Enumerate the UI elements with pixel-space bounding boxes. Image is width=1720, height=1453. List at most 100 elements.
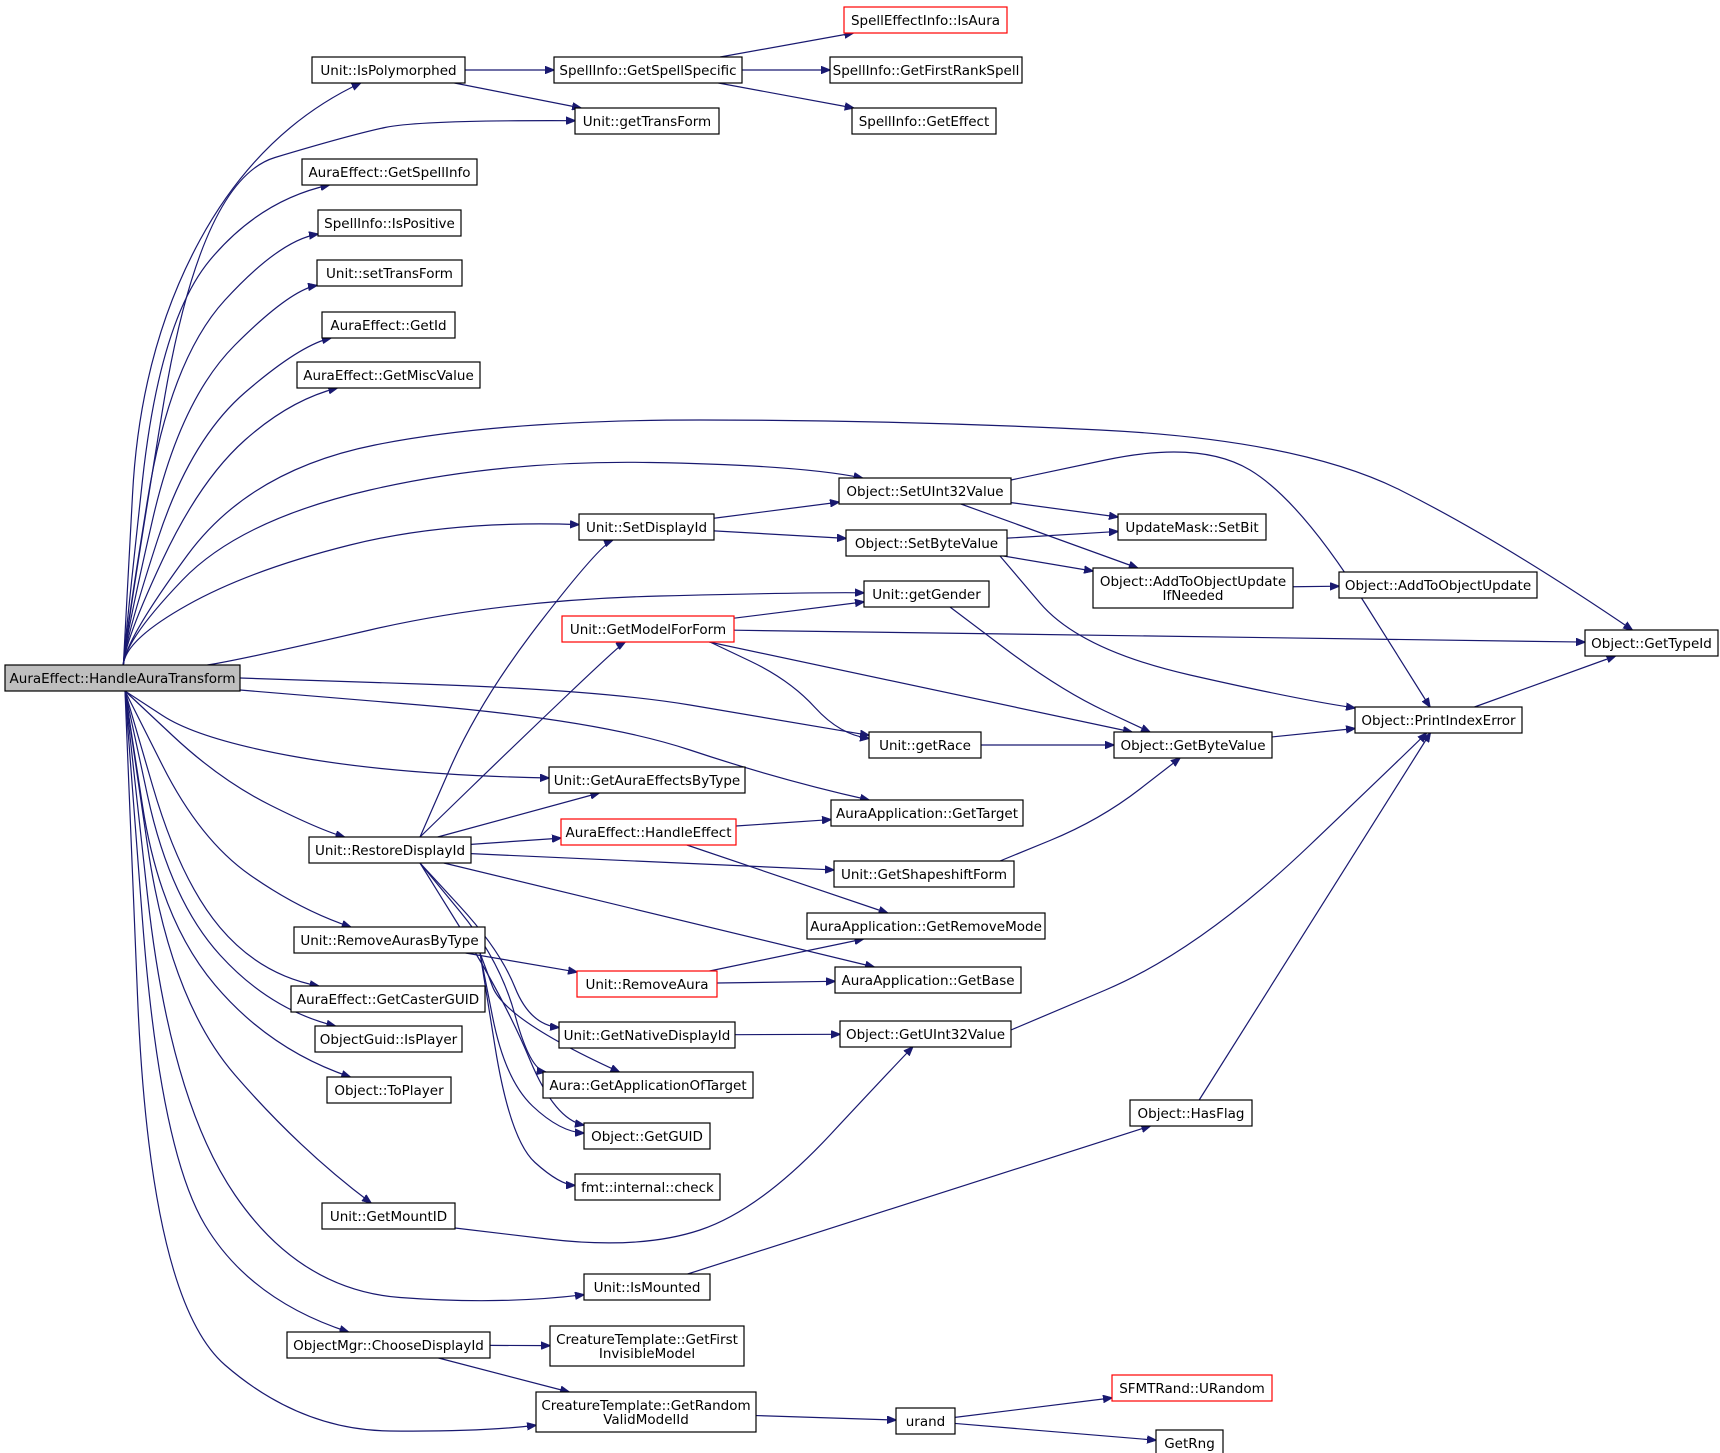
call-edge-getSpellSpecific-to-getEffect (718, 82, 853, 108)
function-node-label: Unit::setTransForm (326, 266, 453, 282)
call-edge-root-to-isPositive (122, 234, 318, 666)
function-node-getSpellSpecific[interactable]: SpellInfo::GetSpellSpecific (553, 56, 743, 84)
function-node-removeAura[interactable]: Unit::RemoveAura (576, 970, 718, 998)
function-node-label: AuraEffect::GetSpellInfo (308, 165, 470, 181)
function-node-setByte[interactable]: Object::SetByteValue (845, 529, 1008, 557)
function-node-label: Object::SetByteValue (855, 536, 998, 552)
function-node-root: AuraEffect::HandleAuraTransform (4, 664, 241, 692)
function-node-box (574, 107, 720, 135)
function-node-printIndexError[interactable]: Object::PrintIndexError (1354, 706, 1523, 734)
call-edge-root-to-setUInt32 (122, 461, 862, 666)
call-edge-root-to-setDisplayId (122, 524, 579, 666)
function-node-getRemoveMode[interactable]: AuraApplication::GetRemoveMode (806, 912, 1046, 940)
function-node-getCasterGUID[interactable]: AuraEffect::GetCasterGUID (290, 985, 486, 1013)
function-node-label: SpellEffectInfo::IsAura (851, 13, 1000, 29)
function-node-label: ObjectGuid::IsPlayer (320, 1032, 458, 1048)
function-node-getGUID[interactable]: Object::GetGUID (583, 1122, 711, 1150)
function-node-box (321, 311, 456, 339)
function-node-box (286, 1331, 491, 1359)
call-edge-removeAura-to-getRemoveMode (709, 939, 864, 972)
function-node-label: Unit::RestoreDisplayId (315, 843, 465, 859)
function-node-getUInt32[interactable]: Object::GetUInt32Value (839, 1020, 1012, 1048)
call-edge-root-to-getCasterGUID (124, 690, 319, 986)
function-node-setDisplayId[interactable]: Unit::SetDisplayId (578, 513, 715, 541)
function-node-getByte[interactable]: Object::GetByteValue (1113, 731, 1273, 759)
function-node-label: Unit::GetMountID (330, 1209, 447, 1225)
function-node-label: AuraEffect::GetMiscValue (303, 368, 474, 384)
function-node-fmtCheck[interactable]: fmt::internal::check (574, 1173, 721, 1201)
call-edge-getModelForForm-to-getTypeId (733, 629, 1585, 642)
function-node-label: GetRng (1164, 1436, 1215, 1452)
function-node-label: IfNeeded (1163, 588, 1224, 604)
function-node-getMiscValue[interactable]: AuraEffect::GetMiscValue (296, 361, 481, 389)
function-node-removeAurasByType[interactable]: Unit::RemoveAurasByType (293, 926, 486, 954)
function-node-label: ObjectMgr::ChooseDisplayId (293, 1338, 484, 1354)
function-node-box (316, 259, 463, 287)
call-edges (122, 33, 1632, 1440)
function-node-box (553, 56, 743, 84)
function-node-setTransForm[interactable]: Unit::setTransForm (316, 259, 463, 287)
function-node-isMounted[interactable]: Unit::IsMounted (583, 1273, 711, 1301)
call-edge-root-to-toPlayer (124, 690, 350, 1077)
call-edge-setByte-to-printIndexError (999, 555, 1355, 708)
function-node-isPositive[interactable]: SpellInfo::IsPositive (317, 209, 462, 237)
function-node-box (326, 1076, 452, 1104)
function-node-isPoly[interactable]: Unit::IsPolymorphed (311, 56, 466, 84)
function-node-setBit[interactable]: UpdateMask::SetBit (1117, 513, 1267, 541)
function-node-getFirstRank[interactable]: SpellInfo::GetFirstRankSpell (829, 56, 1023, 84)
function-node-getTarget[interactable]: AuraApplication::GetTarget (830, 799, 1024, 827)
call-edge-isMounted-to-hasFlag (687, 1126, 1151, 1275)
function-node-getNativeDisplayId[interactable]: Unit::GetNativeDisplayId (558, 1021, 736, 1049)
function-node-urand[interactable]: urand (895, 1407, 956, 1435)
call-edge-urand-to-getRng (954, 1422, 1156, 1440)
function-node-getMountID[interactable]: Unit::GetMountID (321, 1202, 456, 1230)
function-node-getRace[interactable]: Unit::getRace (868, 731, 982, 759)
call-edge-restoreDisplayId-to-getNativeDisplayId (419, 862, 559, 1027)
function-node-getTransForm[interactable]: Unit::getTransForm (574, 107, 720, 135)
function-node-getEffect[interactable]: SpellInfo::GetEffect (851, 107, 997, 135)
function-node-addToUpdate[interactable]: Object::AddToObjectUpdate (1338, 571, 1538, 599)
call-edge-setDisplayId-to-setUInt32 (713, 502, 839, 519)
function-node-label: Object::GetGUID (591, 1129, 703, 1145)
function-node-label: Unit::IsPolymorphed (320, 63, 456, 79)
function-node-toPlayer[interactable]: Object::ToPlayer (326, 1076, 452, 1104)
call-edge-getShapeshiftForm-to-getByte (999, 758, 1180, 862)
function-node-getRng[interactable]: GetRng (1155, 1429, 1224, 1453)
function-node-getId[interactable]: AuraEffect::GetId (321, 311, 456, 339)
function-node-sfmtRandom[interactable]: SFMTRand::URandom (1111, 1374, 1273, 1402)
function-node-getShapeshiftForm[interactable]: Unit::GetShapeshiftForm (833, 860, 1015, 888)
function-node-box (834, 966, 1022, 994)
function-node-box (311, 56, 466, 84)
function-node-getSpellInfo[interactable]: AuraEffect::GetSpellInfo (301, 158, 478, 186)
function-node-label: Aura::GetApplicationOfTarget (549, 1078, 746, 1094)
function-node-getTypeId[interactable]: Object::GetTypeId (1584, 629, 1719, 657)
function-node-box (548, 766, 746, 794)
function-node-getApplicationOfTarget[interactable]: Aura::GetApplicationOfTarget (542, 1071, 754, 1099)
function-node-getAuraEffectsByType[interactable]: Unit::GetAuraEffectsByType (548, 766, 746, 794)
function-node-box (838, 477, 1012, 505)
function-node-isAura[interactable]: SpellEffectInfo::IsAura (843, 6, 1008, 34)
function-node-label: CreatureTemplate::GetFirst (556, 1332, 738, 1348)
call-edge-getRandomValidModelId-to-urand (755, 1414, 896, 1421)
function-node-isPlayer[interactable]: ObjectGuid::IsPlayer (314, 1025, 463, 1053)
function-node-hasFlag[interactable]: Object::HasFlag (1129, 1099, 1253, 1127)
function-node-setUInt32[interactable]: Object::SetUInt32Value (838, 477, 1012, 505)
function-node-getGender[interactable]: Unit::getGender (863, 580, 990, 608)
function-node-box (290, 985, 486, 1013)
call-edge-root-to-getTarget (239, 689, 869, 800)
function-node-getBase[interactable]: AuraApplication::GetBase (834, 966, 1022, 994)
function-node-label: AuraApplication::GetBase (841, 973, 1014, 989)
function-node-getModelForForm[interactable]: Unit::GetModelForForm (561, 615, 735, 643)
function-node-label: AuraEffect::GetId (330, 318, 446, 334)
function-node-box (296, 361, 481, 389)
function-node-label: Object::PrintIndexError (1361, 713, 1516, 729)
function-node-restoreDisplayId[interactable]: Unit::RestoreDisplayId (308, 836, 472, 864)
call-edge-printIndexError-to-getTypeId (1474, 656, 1615, 708)
call-edge-getMountID-to-getUInt32 (454, 1047, 913, 1244)
function-node-chooseDisplayId[interactable]: ObjectMgr::ChooseDisplayId (286, 1331, 491, 1359)
function-node-handleEffect[interactable]: AuraEffect::HandleEffect (560, 818, 737, 846)
